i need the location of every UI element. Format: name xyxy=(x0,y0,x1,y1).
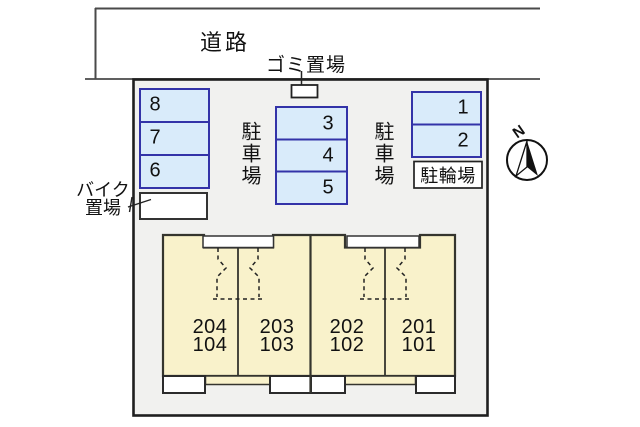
stall-number-5: 5 xyxy=(322,176,334,198)
parking-block-right xyxy=(411,91,482,158)
unit-lower: 102 xyxy=(329,334,365,356)
parking-label-left: 駐車場 xyxy=(238,121,260,187)
building-outline xyxy=(161,233,457,394)
unit-label-203-103: 203 103 xyxy=(259,316,295,356)
stall-number-3: 3 xyxy=(322,112,334,134)
bicycle-parking-box xyxy=(413,160,483,189)
compass-icon xyxy=(506,139,548,181)
bike-storage-label-line1: バイク xyxy=(76,180,130,200)
bike-storage-box xyxy=(127,192,208,220)
unit-lower: 103 xyxy=(259,334,295,356)
garbage-box xyxy=(290,71,319,99)
stall-number-4: 4 xyxy=(322,144,334,166)
garbage-area-label: ゴミ置場 xyxy=(265,55,347,76)
unit-upper: 204 xyxy=(192,316,228,338)
parking-label-right: 駐車場 xyxy=(371,121,393,187)
unit-label-202-102: 202 102 xyxy=(329,316,365,356)
stall-number-8: 8 xyxy=(149,93,161,116)
parking-block-middle xyxy=(275,106,348,205)
stall-number-7: 7 xyxy=(149,126,161,149)
unit-label-204-104: 204 104 xyxy=(192,316,228,356)
unit-lower: 104 xyxy=(192,334,228,356)
stall-number-6: 6 xyxy=(149,159,161,182)
stall-number-1: 1 xyxy=(457,96,469,119)
road-label: 道路 xyxy=(199,30,251,55)
staircase-dashed-lines xyxy=(213,248,412,300)
unit-label-201-101: 201 101 xyxy=(401,316,437,356)
unit-upper: 202 xyxy=(329,316,365,338)
unit-upper: 203 xyxy=(259,316,295,338)
unit-lower: 101 xyxy=(401,334,437,356)
bike-storage-label: バイク 置場 xyxy=(72,181,134,217)
parking-block-left xyxy=(139,88,210,189)
stall-number-2: 2 xyxy=(457,129,469,151)
bike-storage-label-line2: 置場 xyxy=(85,198,121,218)
unit-upper: 201 xyxy=(401,316,437,338)
bicycle-parking-label: 駐輪場 xyxy=(420,166,476,186)
